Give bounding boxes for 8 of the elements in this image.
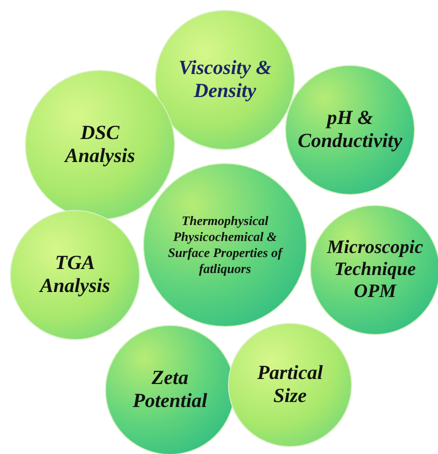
topic-label: Microscopic Technique OPM bbox=[326, 237, 424, 303]
topic-label: pH & Conductivity bbox=[296, 107, 404, 153]
topic-label: DSC Analysis bbox=[63, 122, 136, 168]
topic-label: TGA Analysis bbox=[38, 252, 112, 298]
topic-label: Zeta Potential bbox=[132, 367, 208, 413]
topic-label: Thermophysical Physicochemical & Surface Properties of fatliquors bbox=[166, 213, 284, 277]
topic-label: Partical Size bbox=[256, 362, 324, 408]
topic-label: Viscosity & Density bbox=[178, 57, 272, 103]
